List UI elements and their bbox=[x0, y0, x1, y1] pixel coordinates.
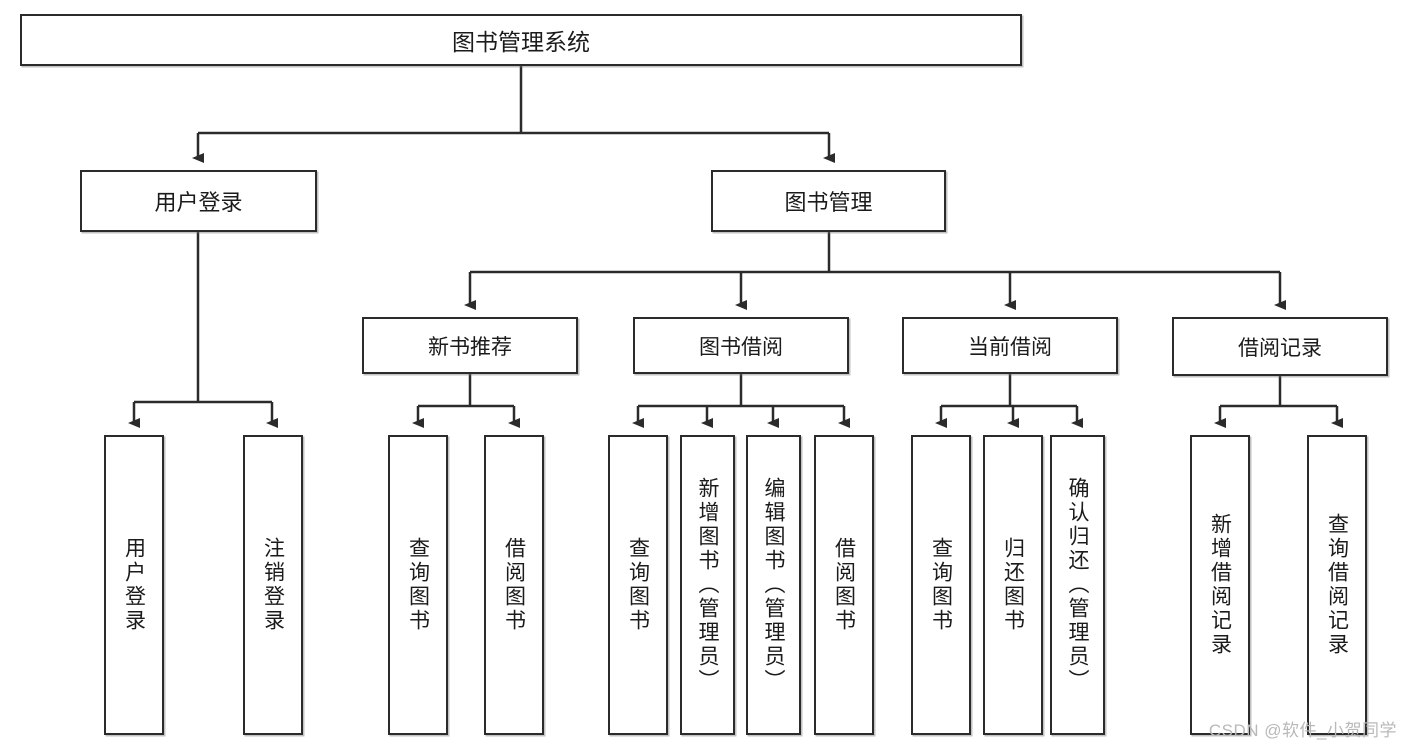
leaf-add-borrow-record[interactable]: 新增借阅记录 bbox=[1190, 435, 1250, 735]
node-label: 当前借阅 bbox=[968, 335, 1052, 359]
node-label: 查询图书 bbox=[406, 537, 430, 633]
leaf-user-login[interactable]: 用户登录 bbox=[104, 435, 164, 735]
node-borrow-record[interactable]: 借阅记录 bbox=[1172, 317, 1388, 376]
node-label: 归还图书 bbox=[1001, 537, 1025, 633]
node-label: 编辑图书（管理员） bbox=[762, 477, 785, 693]
leaf-return-book[interactable]: 归还图书 bbox=[983, 435, 1043, 735]
node-label: 借阅图书 bbox=[832, 537, 856, 633]
leaf-query-book-recommend[interactable]: 查询图书 bbox=[388, 435, 448, 735]
leaf-logout-login[interactable]: 注销登录 bbox=[243, 435, 303, 735]
node-label: 借阅记录 bbox=[1238, 336, 1322, 360]
leaf-confirm-return-admin[interactable]: 确认归还（管理员） bbox=[1050, 435, 1105, 735]
node-label: 新增图书（管理员） bbox=[696, 477, 719, 693]
node-label: 确认归还（管理员） bbox=[1066, 477, 1089, 693]
node-label: 新增借阅记录 bbox=[1208, 513, 1232, 657]
leaf-borrow-book-recommend[interactable]: 借阅图书 bbox=[484, 435, 544, 735]
node-user-login[interactable]: 用户登录 bbox=[80, 170, 317, 232]
node-current-borrow[interactable]: 当前借阅 bbox=[902, 317, 1118, 374]
leaf-edit-book-admin[interactable]: 编辑图书（管理员） bbox=[746, 435, 801, 735]
node-label: 图书管理 bbox=[784, 190, 873, 215]
leaf-add-book-admin[interactable]: 新增图书（管理员） bbox=[680, 435, 735, 735]
node-label: 注销登录 bbox=[261, 537, 285, 633]
leaf-query-book-borrow[interactable]: 查询图书 bbox=[608, 435, 668, 735]
node-label: 查询图书 bbox=[626, 537, 650, 633]
node-label: 用户登录 bbox=[122, 537, 146, 633]
node-label: 用户登录 bbox=[154, 190, 243, 215]
leaf-borrow-book[interactable]: 借阅图书 bbox=[814, 435, 874, 735]
node-new-book-recommend[interactable]: 新书推荐 bbox=[362, 317, 578, 374]
node-book-borrow[interactable]: 图书借阅 bbox=[633, 317, 849, 374]
leaf-query-book-current[interactable]: 查询图书 bbox=[911, 435, 971, 735]
node-label: 图书管理系统 bbox=[452, 29, 590, 55]
node-label: 图书借阅 bbox=[699, 335, 783, 359]
node-label: 新书推荐 bbox=[428, 335, 512, 359]
csdn-watermark: CSDN @软件_小贺同学 bbox=[1208, 721, 1397, 740]
node-label: 查询图书 bbox=[929, 537, 953, 633]
node-book-manage[interactable]: 图书管理 bbox=[711, 170, 946, 232]
node-label: 借阅图书 bbox=[502, 537, 526, 633]
leaf-query-borrow-record[interactable]: 查询借阅记录 bbox=[1307, 435, 1367, 735]
node-root-system[interactable]: 图书管理系统 bbox=[20, 14, 1022, 66]
node-label: 查询借阅记录 bbox=[1325, 513, 1349, 657]
